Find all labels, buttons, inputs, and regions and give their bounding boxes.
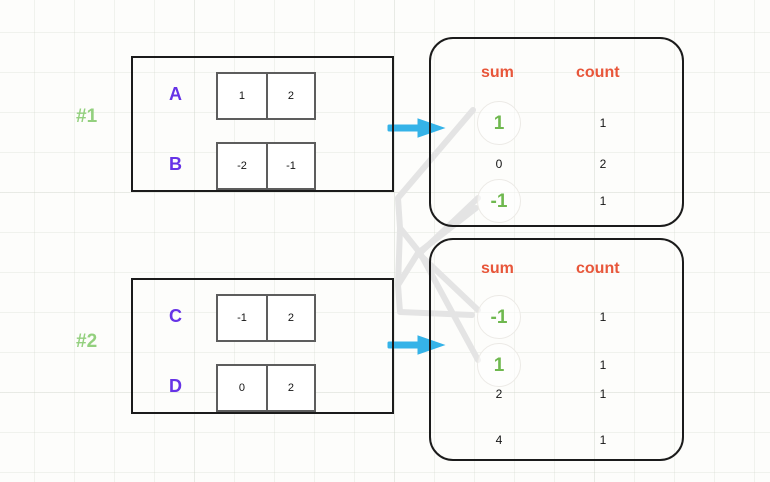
input-row-label-a: A <box>169 84 183 104</box>
output-sum-value: 0 <box>495 157 503 171</box>
input-row-cells-b: -2 -1 <box>216 142 316 190</box>
input-cell: 2 <box>265 74 314 118</box>
output-count-value: 1 <box>599 387 607 401</box>
output-count-value: 2 <box>599 157 607 171</box>
output-sum-value-highlighted: -1 <box>477 179 521 223</box>
input-row-cells-c: -1 2 <box>216 294 316 342</box>
column-header-count: count <box>576 260 620 277</box>
input-cell: 2 <box>265 296 314 340</box>
input-cell: 0 <box>238 382 246 394</box>
input-row-cells-d: 0 2 <box>216 364 316 412</box>
input-row-label-b: B <box>169 154 183 174</box>
output-sum-value-highlighted: -1 <box>477 295 521 339</box>
output-panel-1: sum count 1 1 0 2 -1 1 <box>429 37 684 227</box>
step-label-2: #2 <box>76 331 98 352</box>
output-sum-value-highlighted: 1 <box>477 343 521 387</box>
input-cell: 2 <box>265 366 314 410</box>
output-count-value: 1 <box>599 433 607 447</box>
step-label-1: #1 <box>76 106 98 127</box>
input-panel-1: A 1 2 B -2 -1 <box>131 56 394 192</box>
output-sum-value-highlighted: 1 <box>477 101 521 145</box>
output-panel-2: sum count -1 1 1 1 2 1 4 1 <box>429 238 684 461</box>
input-row-label-c: C <box>169 306 183 326</box>
column-header-sum: sum <box>481 64 514 81</box>
input-cell: -1 <box>265 144 314 188</box>
output-sum-value: 2 <box>495 387 503 401</box>
input-panel-2: C -1 2 D 0 2 <box>131 278 394 414</box>
connector-vertex-link <box>395 225 403 288</box>
output-count-value: 1 <box>599 194 607 208</box>
column-header-sum: sum <box>481 260 514 277</box>
output-count-value: 1 <box>599 310 607 324</box>
output-count-value: 1 <box>599 116 607 130</box>
input-cell: 1 <box>238 90 246 102</box>
column-header-count: count <box>576 64 620 81</box>
input-row-cells-a: 1 2 <box>216 72 316 120</box>
input-cell: -1 <box>237 312 247 324</box>
input-row-label-d: D <box>169 376 183 396</box>
output-sum-value: 4 <box>495 433 503 447</box>
output-count-value: 1 <box>599 358 607 372</box>
input-cell: -2 <box>237 160 247 172</box>
